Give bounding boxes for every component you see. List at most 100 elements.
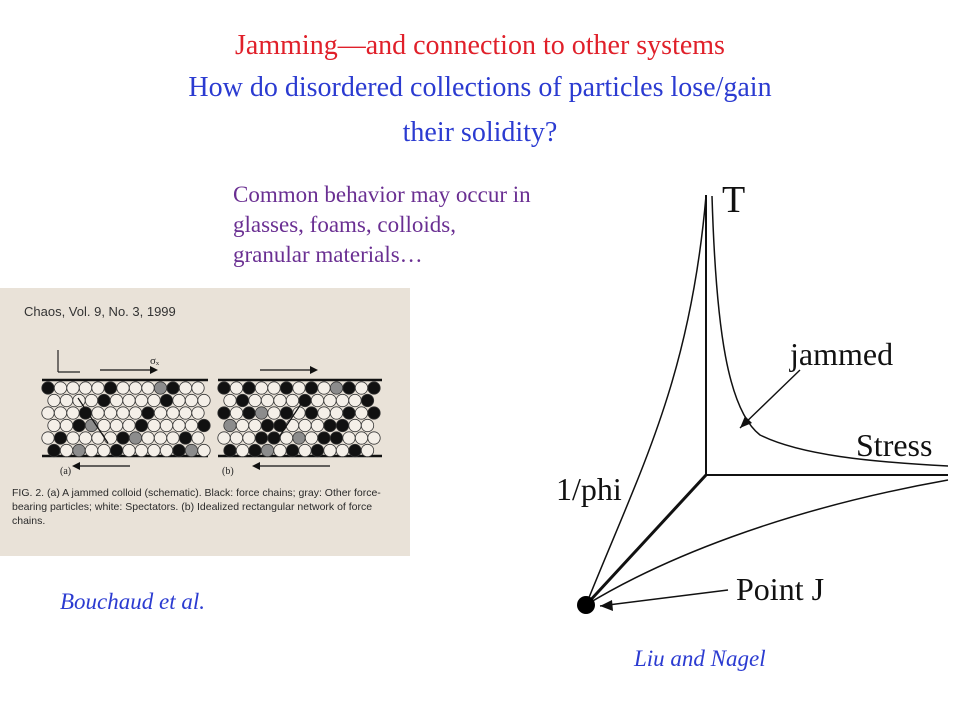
particle: [59, 393, 74, 408]
particle: [323, 393, 337, 408]
shear-arrowhead-top-b: [310, 366, 318, 374]
particle: [217, 406, 231, 420]
particle: [254, 431, 269, 445]
particle: [72, 418, 86, 433]
particle: [166, 381, 180, 395]
particle: [53, 406, 68, 420]
particle: [191, 431, 205, 445]
particle: [122, 443, 136, 458]
particle: [191, 406, 205, 420]
slide-subtitle-line2: their solidity?: [402, 117, 558, 148]
shear-arrowhead-bottom-b: [252, 462, 260, 470]
particle: [360, 393, 375, 408]
point-j-arrow: [599, 589, 729, 607]
particle: [223, 418, 237, 433]
particle: [128, 406, 143, 420]
particle: [141, 406, 155, 420]
particle: [47, 393, 61, 408]
particle: [335, 393, 350, 408]
particle: [147, 443, 161, 458]
particle: [109, 393, 124, 408]
particle: [348, 393, 362, 408]
point-j-label: Point J: [736, 571, 824, 607]
particle: [184, 418, 199, 433]
particle: [223, 393, 237, 408]
particle: [323, 418, 337, 433]
particle: [329, 381, 344, 395]
point-j-arrowhead: [600, 600, 613, 611]
particle: [367, 381, 381, 395]
particle: [153, 381, 168, 395]
particle: [41, 406, 55, 420]
particle: [166, 431, 180, 445]
particle: [172, 443, 186, 458]
particle: [128, 381, 143, 395]
particle: [310, 443, 325, 458]
journal-header: Chaos, Vol. 9, No. 3, 1999: [24, 304, 176, 319]
particle: [153, 431, 168, 445]
particle: [273, 443, 287, 458]
particle: [360, 443, 375, 458]
particle: [310, 393, 325, 408]
particle: [260, 418, 275, 433]
particle: [78, 381, 93, 395]
particle: [91, 381, 105, 395]
particle: [103, 406, 118, 420]
particle: [134, 418, 149, 433]
particle: [103, 431, 118, 445]
particle: [122, 393, 136, 408]
particle: [229, 406, 244, 420]
particle: [229, 381, 244, 395]
particle: [84, 443, 99, 458]
panel-b-label: (b): [222, 466, 234, 477]
particle: [217, 381, 231, 395]
particle: [147, 418, 161, 433]
particle: [242, 381, 256, 395]
common-behavior-line2: glasses, foams, colloids,: [233, 212, 456, 237]
particle: [172, 418, 186, 433]
curve-t-stress: [711, 195, 949, 467]
particle: [197, 393, 211, 408]
particle: [248, 418, 262, 433]
particle: [91, 406, 105, 420]
slide-subtitle-line1: How do disordered collections of particl…: [188, 72, 772, 103]
particle: [298, 443, 312, 458]
particle: [267, 406, 281, 420]
particle: [197, 418, 211, 433]
panel-a-label: (a): [60, 466, 71, 477]
particle: [304, 431, 319, 445]
particle: [279, 381, 294, 395]
particle: [273, 393, 287, 408]
particle: [235, 393, 250, 408]
particle: [172, 393, 186, 408]
particle: [317, 381, 331, 395]
particle: [298, 418, 312, 433]
figure-caption: FIG. 2. (a) A jammed colloid (schematic)…: [12, 487, 381, 527]
particle: [141, 381, 155, 395]
particle: [323, 443, 337, 458]
citation-bouchaud: Bouchaud et al.: [60, 589, 205, 614]
particle: [292, 381, 306, 395]
particle: [285, 443, 300, 458]
stress-axis-label: Stress: [856, 427, 932, 463]
particle: [97, 443, 111, 458]
particle: [159, 393, 174, 408]
particle: [317, 431, 331, 445]
particle: [279, 431, 294, 445]
particle: [184, 393, 199, 408]
particle: [159, 418, 174, 433]
particle: [78, 431, 93, 445]
particle: [342, 431, 356, 445]
particle: [267, 381, 281, 395]
particle: [134, 393, 149, 408]
point-j-marker: [577, 596, 595, 614]
particle: [66, 431, 80, 445]
shear-arrowhead-bottom: [72, 462, 80, 470]
particle: [317, 406, 331, 420]
particle: [166, 406, 180, 420]
particle: [285, 418, 300, 433]
particle: [229, 431, 244, 445]
particle: [279, 406, 294, 420]
particle: [342, 406, 356, 420]
particle: [109, 443, 124, 458]
